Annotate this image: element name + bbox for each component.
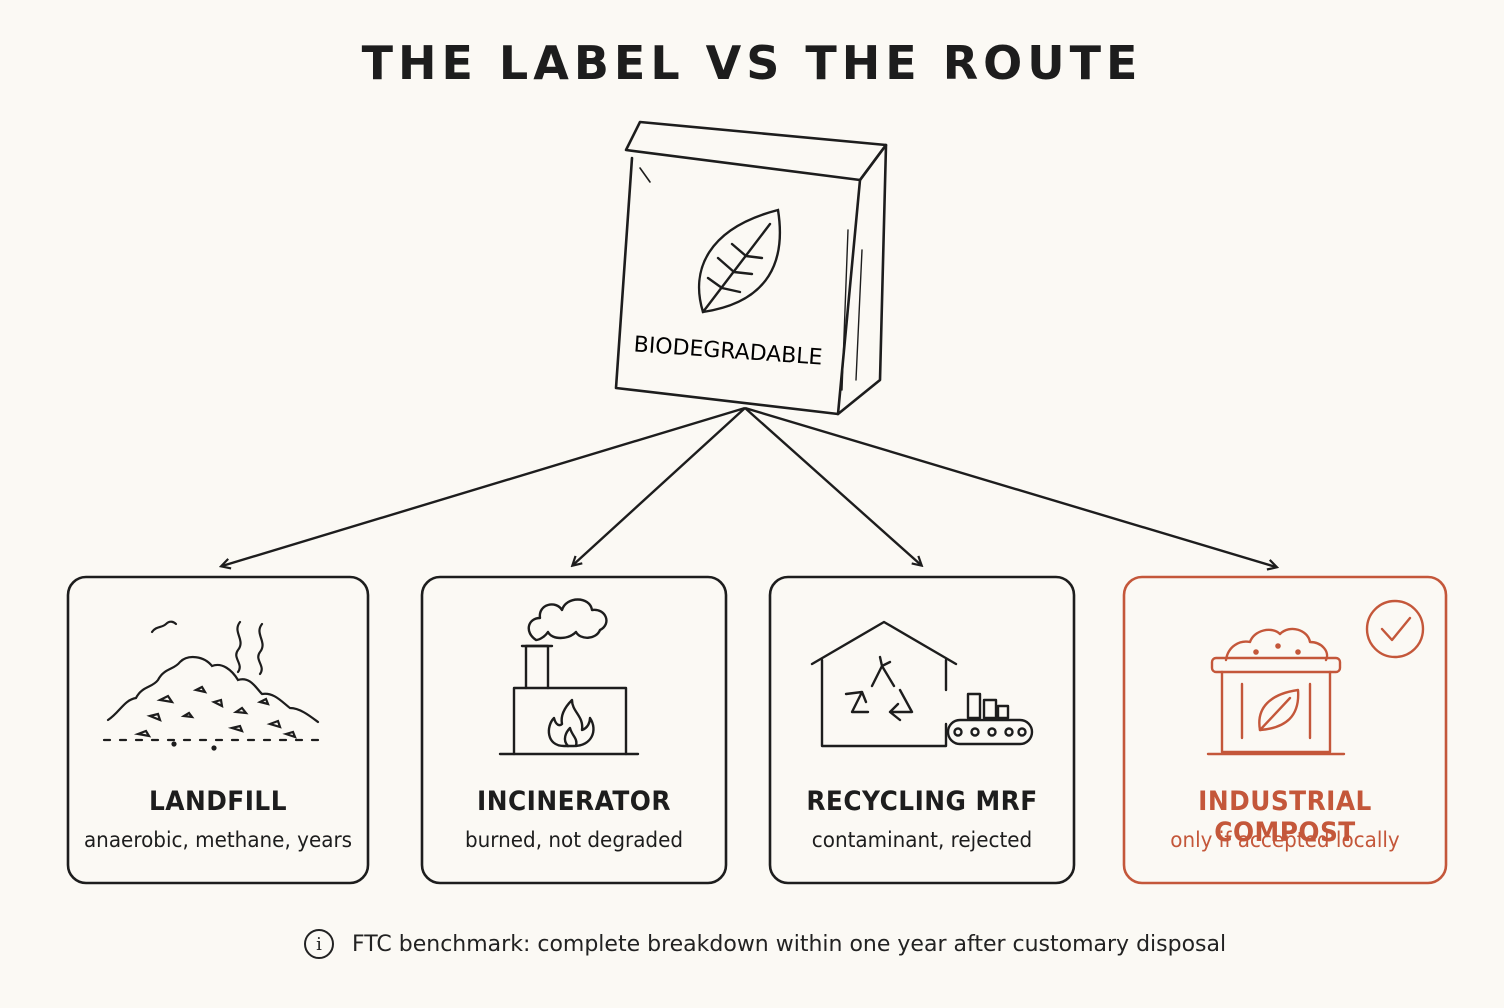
route-subtitle-recycling: contaminant, rejected <box>811 828 1033 852</box>
route-title-incinerator: INCINERATOR <box>477 786 671 817</box>
landfill-pile-icon <box>102 620 322 751</box>
page-title: THE LABEL VS THE ROUTE <box>361 36 1143 90</box>
card-landfill <box>66 575 370 885</box>
check-circle-icon <box>1365 599 1425 659</box>
bag-label: BIODEGRADABLE <box>633 332 823 370</box>
arrow-recycling <box>744 407 921 565</box>
card-compost <box>1122 575 1448 885</box>
route-subtitle-compost: only if accepted locally <box>1170 828 1400 852</box>
card-recycling <box>768 575 1076 885</box>
biodegradable-bag <box>614 120 888 416</box>
route-title-recycling: RECYCLING MRF <box>806 786 1038 817</box>
route-arrows <box>222 406 1276 567</box>
route-subtitle-incinerator: burned, not degraded <box>464 828 684 852</box>
leaf-icon <box>698 208 782 314</box>
info-icon: i <box>304 929 334 959</box>
route-title-compost: INDUSTRIAL COMPOST <box>1198 786 1372 848</box>
route-title-landfill: LANDFILL <box>148 786 287 817</box>
footnote: i FTC benchmark: complete breakdown with… <box>304 926 1226 962</box>
arrow-compost <box>744 406 1276 567</box>
recycling-facility-icon <box>810 620 1034 748</box>
footnote-text: FTC benchmark: complete breakdown within… <box>352 931 1227 957</box>
card-incinerator <box>420 575 728 885</box>
compost-bin-icon <box>1206 627 1346 756</box>
arrow-landfill <box>222 406 746 566</box>
factory-flame-icon <box>498 598 640 756</box>
route-subtitle-landfill: anaerobic, methane, years <box>83 828 353 852</box>
arrow-incinerator <box>573 407 746 565</box>
